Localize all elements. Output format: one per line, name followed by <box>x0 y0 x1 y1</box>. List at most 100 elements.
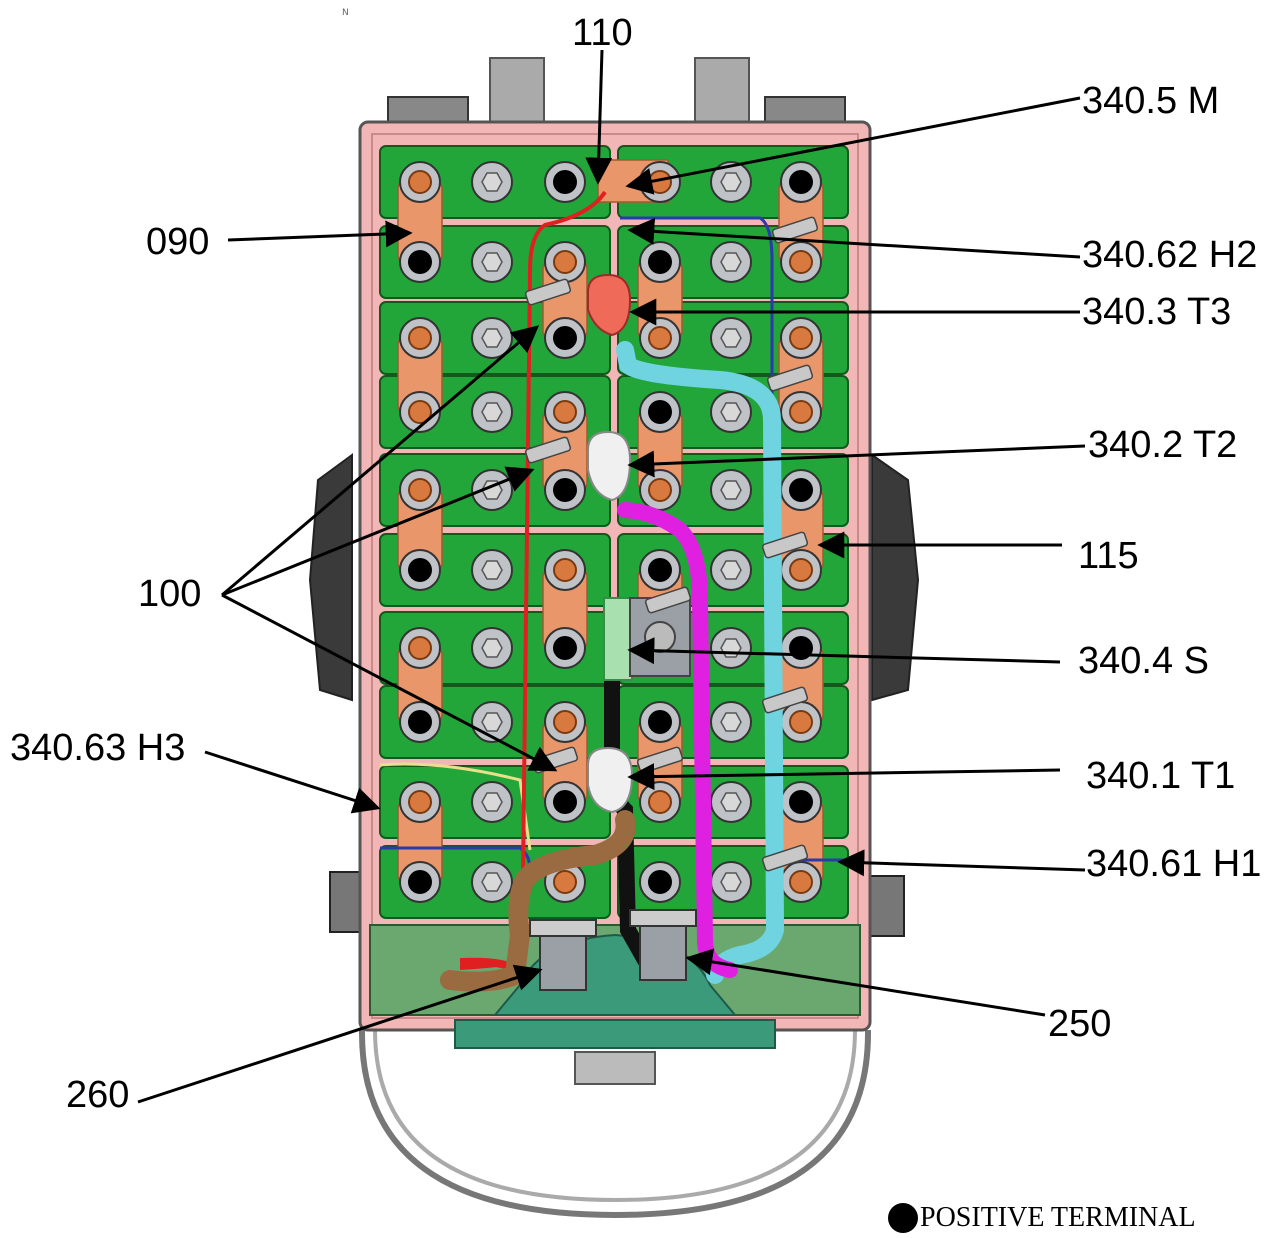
cable-yellow <box>379 762 532 851</box>
positive-terminal <box>408 710 432 734</box>
top-mount-right <box>694 57 750 129</box>
cable-tie <box>761 686 809 714</box>
negative-terminal <box>789 326 813 350</box>
cable-tie <box>761 844 809 872</box>
leader-260 <box>137 964 543 1104</box>
leader-340-61-h1 <box>837 849 1086 877</box>
cable-tie <box>524 436 572 464</box>
negative-terminal <box>789 870 813 894</box>
side-handle-right <box>871 453 920 702</box>
label-260: 260 <box>66 1074 130 1116</box>
positive-terminal <box>789 170 813 194</box>
terminal-nut <box>481 328 503 348</box>
terminal-nut <box>720 252 742 272</box>
negative-terminal <box>408 326 432 350</box>
positive-terminal-icon <box>888 1203 918 1233</box>
negative-terminal <box>553 558 577 582</box>
cable-tie <box>524 278 572 306</box>
positive-terminal <box>648 558 672 582</box>
terminal-nut <box>720 712 742 732</box>
negative-terminal <box>789 710 813 734</box>
terminal-nut <box>720 402 742 422</box>
label-340-62-h2: 340.62 H2 <box>1082 234 1258 276</box>
cable-tie <box>644 586 692 614</box>
connector-250 <box>639 917 687 981</box>
negative-terminal <box>648 790 672 814</box>
positive-terminal <box>648 250 672 274</box>
label-250: 250 <box>1048 1003 1112 1045</box>
leader-100-c <box>221 593 558 772</box>
leader-340-63-h3 <box>204 750 381 814</box>
terminal-nut <box>481 638 503 658</box>
positive-terminal <box>553 790 577 814</box>
label-340-2-t2: 340.2 T2 <box>1088 424 1238 466</box>
leader-100-a <box>221 325 540 597</box>
cable-brown <box>440 810 636 992</box>
carry-handle <box>358 1029 872 1219</box>
terminal-nut <box>481 792 503 812</box>
negative-terminal <box>553 710 577 734</box>
negative-terminal <box>789 558 813 582</box>
terminal-nut <box>720 328 742 348</box>
positive-terminal <box>789 790 813 814</box>
terminal-nut <box>481 560 503 580</box>
terminal-nut <box>720 172 742 192</box>
leader-250 <box>685 948 1046 1017</box>
positive-terminal <box>553 478 577 502</box>
leader-340-62-h2 <box>627 217 1081 259</box>
positive-terminal <box>553 326 577 350</box>
terminal-nut <box>720 480 742 500</box>
positive-terminal <box>789 478 813 502</box>
terminal-nut <box>481 252 503 272</box>
leader-340-4-s <box>627 637 1061 665</box>
leader-340-1-t1 <box>627 763 1061 791</box>
terminal-nut <box>481 872 503 892</box>
negative-terminal <box>408 790 432 814</box>
terminal-nut <box>720 560 742 580</box>
switch-module <box>603 597 633 681</box>
positive-terminal <box>408 870 432 894</box>
leader-100-b <box>221 466 535 597</box>
positive-terminal <box>408 558 432 582</box>
label-340-63-h3: 340.63 H3 <box>10 727 186 769</box>
label-340-5-m: 340.5 M <box>1082 80 1220 122</box>
negative-terminal <box>553 250 577 274</box>
legend: POSITIVE TERMINAL <box>888 1203 1196 1233</box>
negative-terminal <box>789 250 813 274</box>
side-clip-right <box>867 875 905 937</box>
positive-terminal <box>408 250 432 274</box>
label-340-3-t3: 340.3 T3 <box>1082 291 1232 333</box>
label-340-61-h1: 340.61 H1 <box>1086 843 1262 885</box>
leader-090 <box>227 220 413 248</box>
positive-terminal <box>648 400 672 424</box>
leader-340-5-m <box>625 96 1081 195</box>
negative-terminal <box>553 870 577 894</box>
cable-blue-top <box>620 216 860 862</box>
top-mount-left <box>489 57 545 129</box>
negative-terminal <box>408 400 432 424</box>
terminal-nut <box>720 792 742 812</box>
bottom-foot <box>574 1051 656 1085</box>
sensor-white-t1 <box>587 746 634 814</box>
cell-grid <box>379 145 849 919</box>
terminal-nut <box>720 872 742 892</box>
positive-terminal <box>648 870 672 894</box>
terminal-nut <box>481 402 503 422</box>
cable-tie <box>766 364 814 392</box>
leader-340-2-t2 <box>627 444 1086 478</box>
negative-terminal <box>648 326 672 350</box>
label-340-1-t1: 340.1 T1 <box>1086 755 1236 797</box>
label-115: 115 <box>1078 535 1139 577</box>
label-340-4-s: 340.4 S <box>1078 640 1209 682</box>
negative-terminal <box>789 400 813 424</box>
label-100: 100 <box>138 573 202 615</box>
positive-terminal <box>648 710 672 734</box>
negative-terminal <box>648 478 672 502</box>
positive-terminal <box>553 636 577 660</box>
side-handle-left <box>308 453 353 702</box>
label-090: 090 <box>146 221 210 263</box>
corner-mark: N <box>342 8 349 18</box>
leader-lines <box>137 49 1086 1104</box>
